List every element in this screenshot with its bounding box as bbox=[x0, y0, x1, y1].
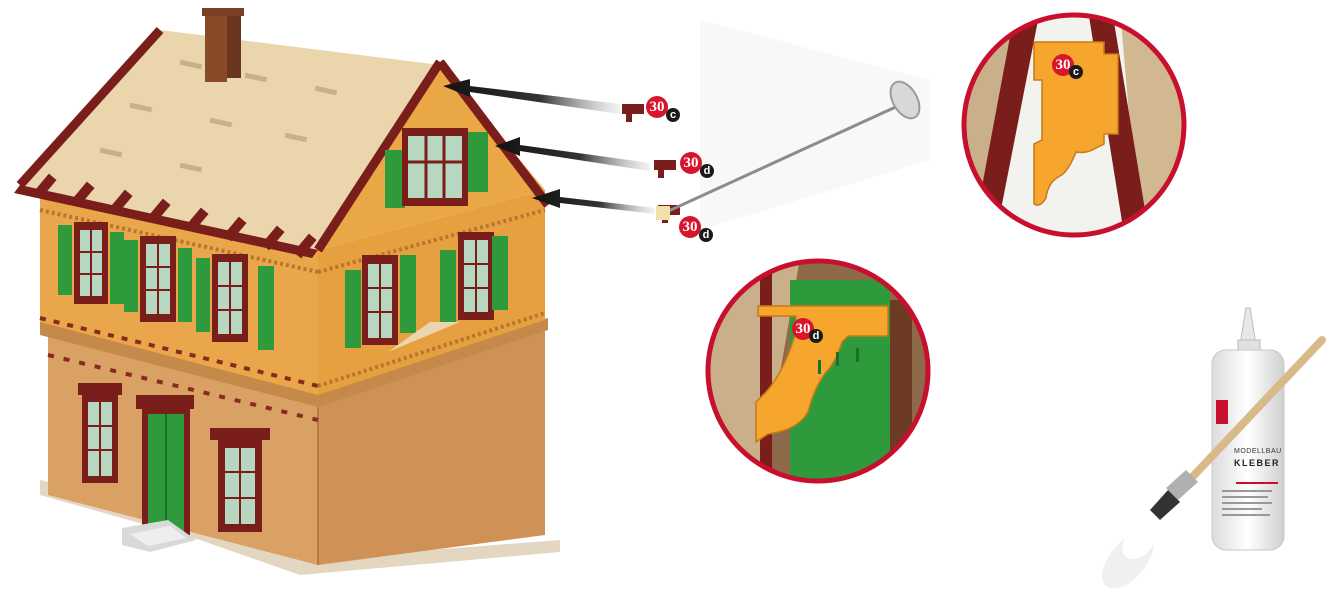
part-number-badge: 30 bbox=[679, 216, 701, 238]
label-30d-zoom: 30 d bbox=[792, 318, 832, 348]
pin-tool-icon bbox=[656, 20, 930, 230]
glue-label-line2: KLEBER bbox=[1234, 458, 1284, 468]
label-30c-top: 30 c bbox=[646, 96, 686, 126]
arrow-icon bbox=[532, 189, 655, 214]
zoom-detail-30d bbox=[705, 258, 935, 488]
part-letter-badge: d bbox=[809, 329, 823, 343]
part-letter-badge: c bbox=[666, 108, 680, 122]
label-30d-lower: 30 d bbox=[679, 216, 719, 246]
label-30c-zoom: 30 c bbox=[1052, 54, 1092, 84]
part-number-badge: 30 bbox=[680, 152, 702, 174]
glue-bottle-icon bbox=[1212, 308, 1284, 550]
part-letter-badge: d bbox=[699, 228, 713, 242]
zoom-detail-30c bbox=[960, 10, 1190, 240]
part-letter-badge: c bbox=[1069, 65, 1083, 79]
part-letter-badge: d bbox=[700, 164, 714, 178]
chimney bbox=[202, 8, 244, 82]
brush-icon bbox=[1092, 340, 1322, 598]
bracket-30c-piece bbox=[622, 104, 644, 122]
part-number-badge: 30 bbox=[646, 96, 668, 118]
glue-label-line1: MODELLBAU bbox=[1234, 448, 1284, 455]
label-30d-middle: 30 d bbox=[680, 152, 720, 182]
bracket-30d-piece bbox=[654, 160, 676, 178]
